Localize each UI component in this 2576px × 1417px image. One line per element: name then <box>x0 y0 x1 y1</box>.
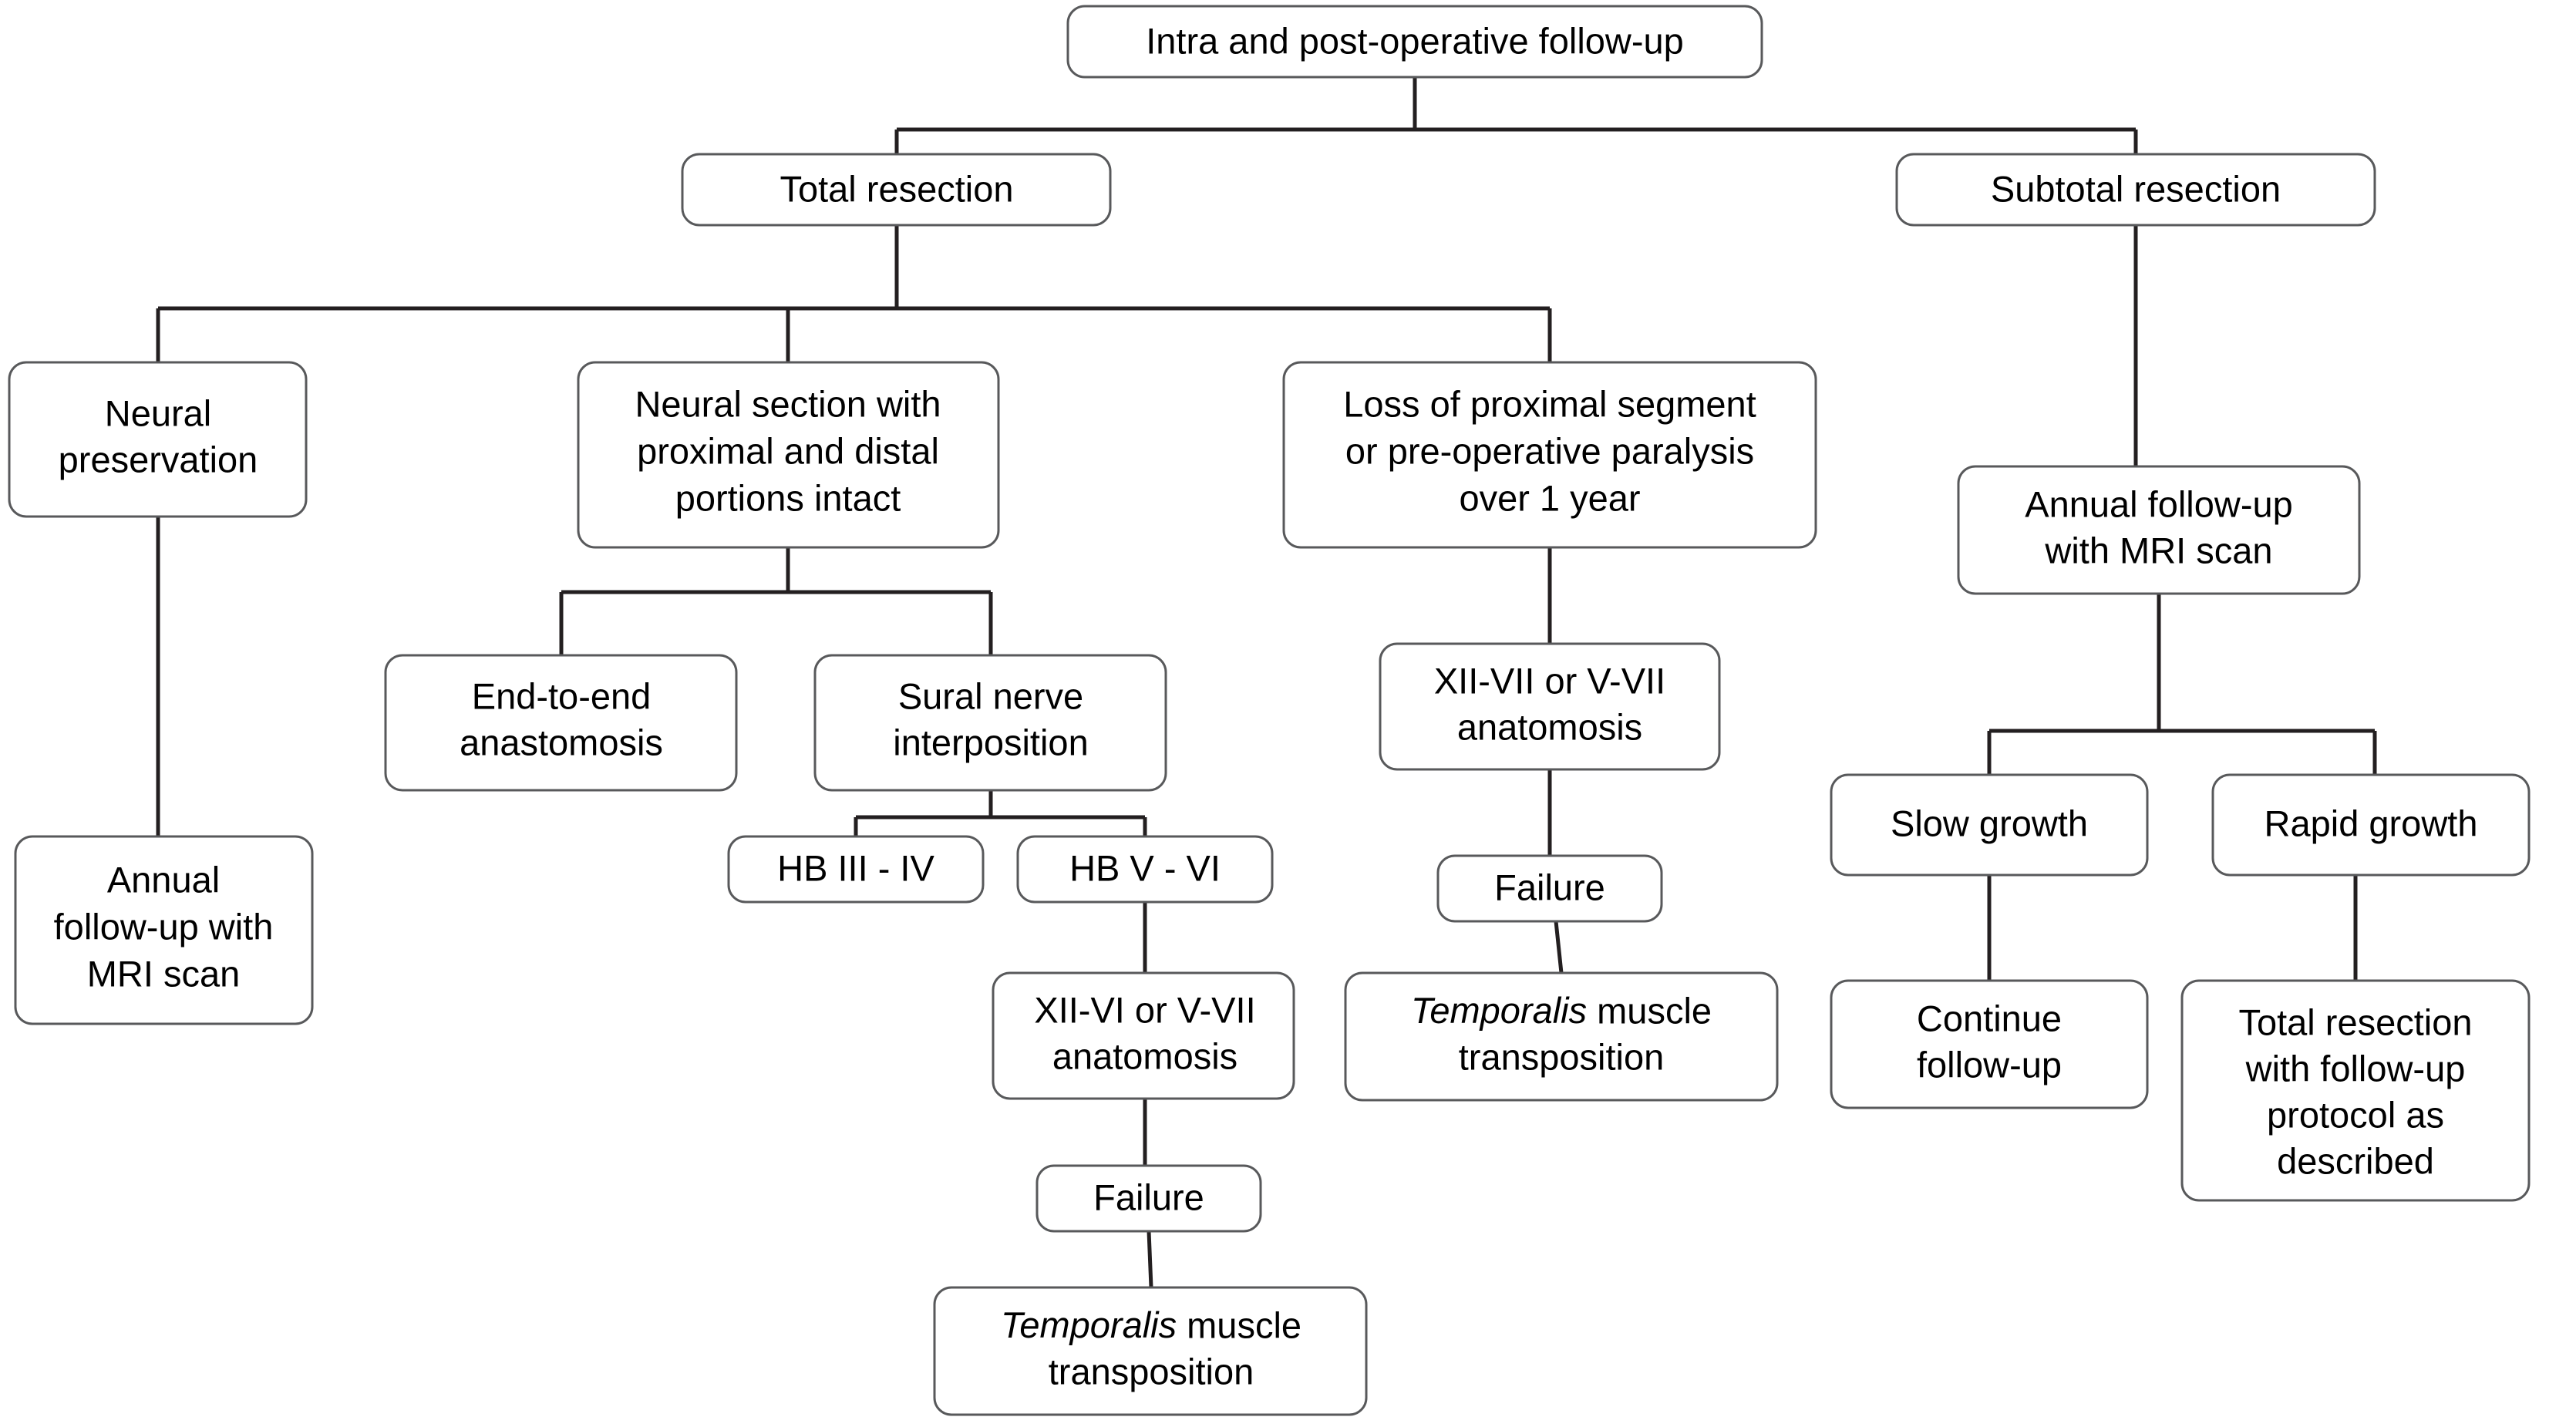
node-label-line-italic-lead: Temporalis muscle <box>1411 990 1712 1031</box>
node-label-line: XII-VI or V-VII <box>1034 989 1255 1030</box>
node-xii-vii-or-v-vii-anatomosis[interactable]: XII-VII or V-VII anatomosis <box>1379 642 1721 771</box>
node-label-line: anatomosis <box>1052 1035 1237 1076</box>
node-label: Rapid growth <box>2265 803 2478 843</box>
node-label-line: Total resection <box>2238 1001 2472 1042</box>
node-temporalis-muscle-transposition-center[interactable]: Temporalis muscle transposition <box>933 1286 1368 1416</box>
node-label: Total resection <box>780 168 1013 209</box>
node-label-line: preservation <box>59 439 258 480</box>
node-xii-vi-or-v-vii-anatomosis[interactable]: XII-VI or V-VII anatomosis <box>992 971 1295 1100</box>
node-label-line: protocol as <box>2267 1094 2444 1135</box>
node-total-resection-with-follow-up-protocol[interactable]: Total resection with follow-up protocol … <box>2180 979 2531 1202</box>
node-label: Failure <box>1093 1176 1204 1217</box>
node-label-line: Loss of proximal segment <box>1343 383 1756 424</box>
node-label: HB V - VI <box>1069 847 1221 888</box>
connector-total-resection-split <box>156 225 1552 362</box>
connector-annual-mri-split <box>1987 594 2377 775</box>
node-hb-5-6[interactable]: HB V - VI <box>1016 835 1274 904</box>
node-label-line: End-to-end <box>472 675 652 716</box>
connector-sural-nerve-split <box>854 790 1147 836</box>
node-intra-and-post-operative-follow-up[interactable]: Intra and post-operative follow-up <box>1066 5 1763 79</box>
node-failure-right[interactable]: Failure <box>1436 854 1663 923</box>
node-label-line: with MRI scan <box>2044 530 2272 571</box>
node-label-line: anastomosis <box>460 722 663 762</box>
node-annual-follow-up-with-mri-scan-right[interactable]: Annual follow-up with MRI scan <box>1957 465 2361 595</box>
connector-neural-section-split <box>559 547 993 655</box>
node-loss-of-proximal-segment[interactable]: Loss of proximal segment or pre-operativ… <box>1282 361 1817 549</box>
node-temporalis-muscle-transposition-right[interactable]: Temporalis muscle transposition <box>1344 971 1779 1102</box>
italic-temporalis: Temporalis <box>1411 990 1587 1031</box>
node-label-line: Annual <box>107 859 220 900</box>
connector-failure-to-temporalis-right <box>1554 921 1564 974</box>
node-sural-nerve-interposition[interactable]: Sural nerve interposition <box>813 654 1167 792</box>
node-failure-center[interactable]: Failure <box>1035 1164 1262 1233</box>
node-label-line: follow-up <box>1917 1044 2062 1085</box>
node-hb-3-4[interactable]: HB III - IV <box>727 835 985 904</box>
node-label-line: anatomosis <box>1457 706 1642 747</box>
node-label: Slow growth <box>1891 803 2088 843</box>
italic-temporalis: Temporalis <box>1001 1304 1177 1345</box>
node-label: Subtotal resection <box>1991 168 2281 209</box>
node-neural-section[interactable]: Neural section with proximal and distal … <box>577 361 1000 549</box>
node-subtotal-resection[interactable]: Subtotal resection <box>1895 153 2376 227</box>
node-label-line: transposition <box>1459 1036 1665 1077</box>
node-label: HB III - IV <box>777 847 934 888</box>
node-label-line: proximal and distal <box>637 430 939 471</box>
node-label-line: transposition <box>1049 1351 1254 1392</box>
node-end-to-end-anastomosis[interactable]: End-to-end anastomosis <box>384 654 738 792</box>
node-annual-follow-up-with-mri-scan-left[interactable]: Annual follow-up with MRI scan <box>14 835 314 1025</box>
node-label-line: follow-up with <box>54 906 274 947</box>
node-label-line: portions intact <box>675 477 901 518</box>
node-total-resection[interactable]: Total resection <box>681 153 1112 227</box>
node-label-line: described <box>2277 1140 2434 1181</box>
node-label-line: Sural nerve <box>898 675 1083 716</box>
node-label-line: Continue <box>1917 998 2062 1038</box>
node-label-line: Neural section with <box>635 383 941 424</box>
connector-root-split <box>894 77 2138 154</box>
node-neural-preservation[interactable]: Neural preservation <box>8 361 308 518</box>
node-label-line: Annual follow-up <box>2025 483 2293 524</box>
node-label-line-italic-lead: Temporalis muscle <box>1001 1304 1301 1345</box>
node-rapid-growth[interactable]: Rapid growth <box>2211 773 2531 877</box>
node-label-line: interposition <box>893 722 1088 762</box>
node-label-line: with follow-up <box>2245 1048 2466 1089</box>
node-label: Intra and post-operative follow-up <box>1146 20 1684 61</box>
node-label-line: over 1 year <box>1459 477 1640 518</box>
connector-failure-to-temporalis-center <box>1147 1230 1153 1288</box>
node-label-line: Neural <box>105 392 211 433</box>
connector-layer <box>156 77 2377 1288</box>
node-continue-follow-up[interactable]: Continue follow-up <box>1830 979 2149 1109</box>
node-slow-growth[interactable]: Slow growth <box>1830 773 2149 877</box>
node-label-line: or pre-operative paralysis <box>1345 430 1754 471</box>
node-label-line: XII-VII or V-VII <box>1434 660 1665 701</box>
node-label: Failure <box>1494 867 1605 907</box>
node-label-line: MRI scan <box>87 953 241 994</box>
